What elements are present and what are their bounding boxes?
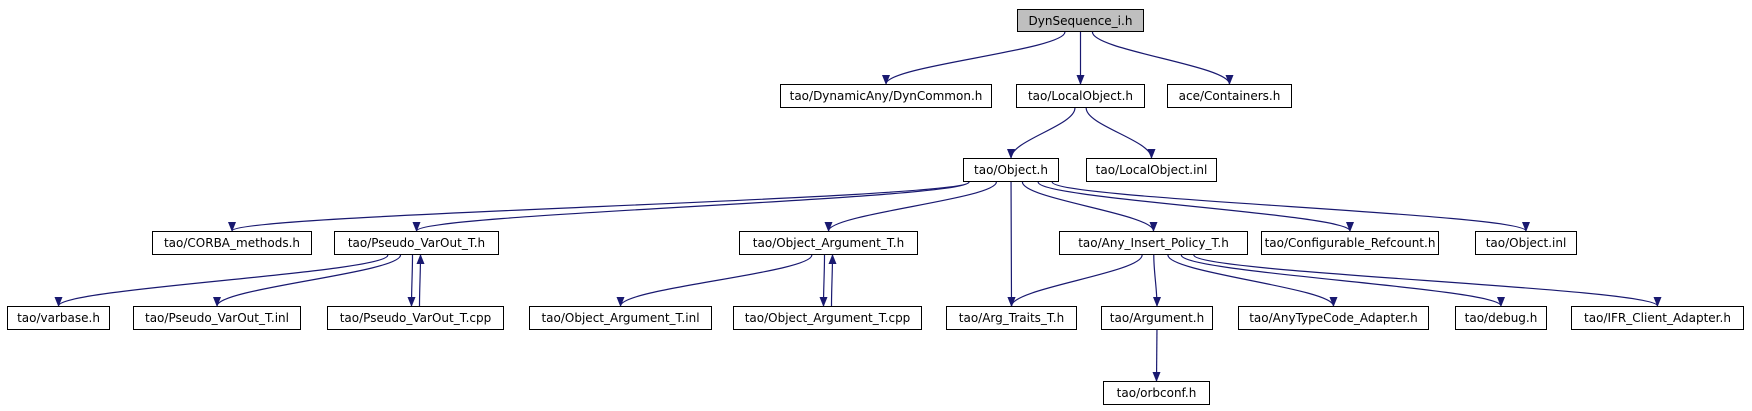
node-arg-traits-t-h[interactable]: tao/Arg_Traits_T.h (946, 306, 1077, 330)
edge-object_argument_cpp-to-object_argument (828, 254, 837, 307)
edge-object-to-object_argument (824, 181, 997, 232)
node-anytypecode-adapter-h[interactable]: tao/AnyTypeCode_Adapter.h (1238, 306, 1429, 330)
node-object-inl[interactable]: tao/Object.inl (1475, 231, 1577, 255)
edge-object-to-any_insert (1021, 181, 1158, 232)
node-dynsequence-i-h: DynSequence_i.h (1017, 9, 1144, 32)
node-argument-h[interactable]: tao/Argument.h (1101, 306, 1213, 330)
node-ifr-client-adapter-h[interactable]: tao/IFR_Client_Adapter.h (1571, 306, 1744, 330)
edge-any_insert-to-arg_traits (1007, 254, 1143, 307)
node-dyncommon-h[interactable]: tao/DynamicAny/DynCommon.h (780, 84, 992, 108)
edge-object-to-object_inl (1051, 181, 1530, 232)
node-any-insert-policy-t-h[interactable]: tao/Any_Insert_Policy_T.h (1059, 231, 1248, 255)
node-varbase-h[interactable]: tao/varbase.h (7, 306, 110, 330)
edge-pseudo_varout-to-pseudo_varout_cpp (407, 254, 416, 307)
edge-object-to-corba_methods (228, 181, 970, 232)
edge-object_argument-to-object_argument_inl (616, 254, 813, 307)
node-orbconf-h[interactable]: tao/orbconf.h (1103, 381, 1210, 405)
node-pseudo-varout-t-inl[interactable]: tao/Pseudo_VarOut_T.inl (133, 306, 301, 330)
node-configurable-refcount-h[interactable]: tao/Configurable_Refcount.h (1261, 231, 1439, 255)
edge-any_insert-to-anytypecode_adapter (1167, 254, 1338, 307)
node-object-argument-t-cpp[interactable]: tao/Object_Argument_T.cpp (733, 306, 922, 330)
edge-pseudo_varout-to-pseudo_varout_inl (213, 254, 402, 307)
edge-localobject-to-object (1007, 107, 1076, 159)
edge-object-to-pseudo_varout (412, 181, 970, 232)
edge-root-to-dyncommon (882, 31, 1066, 85)
edge-any_insert-to-debug (1180, 254, 1505, 307)
edge-object-to-configurable_refcount (1037, 181, 1354, 232)
node-pseudo-varout-t-h[interactable]: tao/Pseudo_VarOut_T.h (334, 231, 499, 255)
edge-object_argument-to-object_argument_cpp (819, 254, 828, 307)
edge-any_insert-to-ifr_client_adapter (1193, 254, 1662, 307)
node-corba-methods-h[interactable]: tao/CORBA_methods.h (152, 231, 312, 255)
node-object-argument-t-inl[interactable]: tao/Object_Argument_T.inl (529, 306, 712, 330)
node-pseudo-varout-t-cpp[interactable]: tao/Pseudo_VarOut_T.cpp (327, 306, 504, 330)
edge-any_insert-to-argument (1152, 254, 1161, 307)
edge-pseudo_varout-to-varbase (54, 254, 389, 307)
node-debug-h[interactable]: tao/debug.h (1455, 306, 1547, 330)
edge-pseudo_varout_cpp-to-pseudo_varout (416, 254, 425, 307)
node-localobject-h[interactable]: tao/LocalObject.h (1016, 84, 1145, 108)
node-containers-h[interactable]: ace/Containers.h (1167, 84, 1292, 108)
edge-localobject-to-localobject_inl (1085, 107, 1156, 159)
node-localobject-inl[interactable]: tao/LocalObject.inl (1086, 158, 1217, 182)
node-object-argument-t-h[interactable]: tao/Object_Argument_T.h (739, 231, 918, 255)
edge-root-to-containers (1091, 31, 1234, 85)
node-object-h[interactable]: tao/Object.h (963, 158, 1059, 182)
